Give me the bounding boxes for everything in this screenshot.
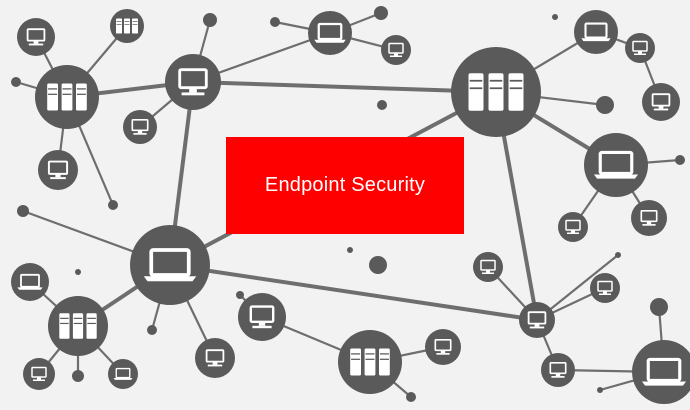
monitor-node <box>165 54 221 110</box>
server-hub-large <box>451 47 541 137</box>
laptop-hub-large <box>130 225 210 305</box>
monitor-node <box>238 293 286 341</box>
network-dots <box>11 6 685 402</box>
server-rack-icon <box>467 72 525 112</box>
small-device-nodes <box>11 9 680 390</box>
server-node <box>35 65 99 129</box>
server-rack-icon <box>46 82 88 112</box>
endpoint-security-banner: Endpoint Security <box>226 137 464 234</box>
banner-title: Endpoint Security <box>264 174 426 196</box>
laptop-node <box>632 340 690 404</box>
server-node <box>48 296 108 356</box>
server-rack-icon <box>349 347 391 377</box>
laptop-node <box>584 133 648 197</box>
server-node <box>338 330 402 394</box>
server-rack-icon <box>58 312 98 340</box>
monitor-node <box>308 11 352 55</box>
